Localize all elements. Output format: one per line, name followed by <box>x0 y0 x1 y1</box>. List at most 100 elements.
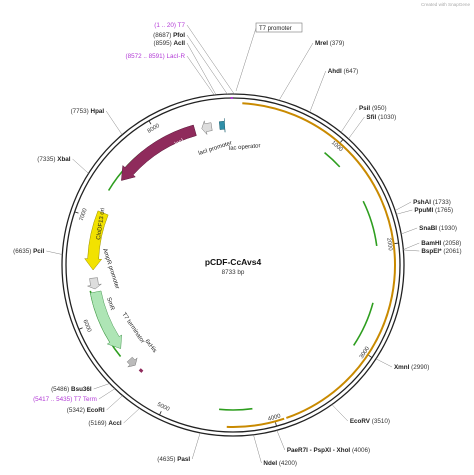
restriction-site: SnaBI (1930) <box>401 225 457 235</box>
restriction-site: BamHI (2058) <box>403 240 461 250</box>
restriction-site: XmnI (2990) <box>375 358 429 371</box>
restriction-site: (8687) PfoI <box>153 32 228 95</box>
site-text: NdeI (4200) <box>263 460 297 467</box>
restriction-site: (5342) EcoRI <box>67 395 123 414</box>
site-leader-line <box>331 404 349 422</box>
site-layer: (8687) PfoI(8595) AclI MreI (379) AhdI (64… <box>13 22 461 467</box>
site-leader-line <box>191 432 201 460</box>
tick-label: 7000 <box>79 208 89 222</box>
primer-label: (1 .. 20) T7 <box>154 22 235 95</box>
lac-operator-feature <box>218 118 226 133</box>
orf-arc <box>226 417 285 428</box>
site-text: PaeR7I - PspXI - XhoI (4006) <box>287 447 370 454</box>
site-text: (5486) Bsu36I <box>51 386 92 393</box>
site-leader-line <box>309 70 326 113</box>
tick-mark <box>368 355 373 358</box>
aada-promoter-label: AmpR promoter <box>101 248 120 290</box>
smr-label: SmR <box>105 297 115 312</box>
tick-label: 6000 <box>81 319 92 333</box>
plasmid-size: 8733 bp <box>222 269 245 276</box>
restriction-site: (8595) AclI <box>153 40 217 95</box>
credit-text: Created with SnapGene <box>421 2 470 7</box>
site-text: EcoRV (3510) <box>350 418 390 425</box>
restriction-site: (5486) Bsu36I <box>51 383 110 393</box>
site-leader-line <box>123 408 140 424</box>
restriction-site: AhdI (647) <box>309 68 358 113</box>
tick-label: 4000 <box>267 413 281 422</box>
site-text: (4635) PasI <box>157 456 190 463</box>
restriction-site: PpuMI (1765) <box>396 207 453 215</box>
site-leader-line <box>93 383 110 390</box>
site-text: PsiI (950) <box>359 105 387 112</box>
his-tag-feature <box>138 368 144 373</box>
restriction-site: PaeR7I - PspXI - XhoI (4006) <box>276 430 370 454</box>
site-leader-line <box>186 55 215 96</box>
restriction-site: PsiI (950) <box>340 105 387 133</box>
site-text: (8687) PfoI <box>153 32 185 39</box>
orf-arrow-inner <box>353 302 374 346</box>
site-leader-line <box>394 201 412 211</box>
cdf-ori-label: CloDF13 ori <box>96 208 106 241</box>
site-text: BamHI (2058) <box>421 240 461 247</box>
tick-mark <box>275 422 277 427</box>
restriction-site: (7335) XbaI <box>37 156 89 174</box>
tick-mark <box>159 411 162 416</box>
site-text: (8595) AclI <box>153 40 185 47</box>
site-text: (5169) AccI <box>88 420 122 427</box>
laci-promoter-label: lacI promoter <box>198 140 233 157</box>
site-leader-line <box>276 430 286 451</box>
t7-promoter-label: T7 promoter <box>259 26 292 32</box>
site-text: SnaBI (1930) <box>419 225 457 232</box>
site-leader-line <box>186 24 235 95</box>
site-text: PpuMI (1765) <box>414 207 453 214</box>
tick-label: 1000 <box>330 140 344 153</box>
site-text: AhdI (647) <box>328 68 358 75</box>
orf-arrow-inner <box>219 407 253 411</box>
restriction-site: NdeI (4200) <box>253 434 297 467</box>
tick-label: 8000 <box>147 123 161 135</box>
site-text: MreI (379) <box>315 40 344 47</box>
restriction-site: PshAI (1733) <box>394 199 451 211</box>
t7-terminator-label: T7 terminator <box>120 312 145 345</box>
primer-label: (5417 .. 5435) T7 Term <box>33 388 116 403</box>
primer-label: (8572 .. 8591) LacI-R <box>125 53 215 96</box>
site-leader-line <box>106 395 123 411</box>
restriction-site: SfiI (1030) <box>348 114 396 139</box>
aada-promoter-feature <box>86 277 103 290</box>
site-leader-line <box>403 249 420 252</box>
site-leader-line <box>401 227 418 235</box>
plasmid-name: pCDF-CcAvs4 <box>205 257 262 267</box>
site-text: XmnI (2990) <box>394 364 429 371</box>
orf-arrow-inner <box>362 200 378 247</box>
tick-mark <box>148 120 152 125</box>
site-text: (7753) HpaI <box>71 108 105 115</box>
site-leader-line <box>340 107 358 133</box>
restriction-site: (7753) HpaI <box>71 108 123 135</box>
tick-mark <box>74 211 79 214</box>
site-text: (6635) PciI <box>13 248 44 255</box>
site-text: BspEI* (2061) <box>421 248 461 255</box>
restriction-site: (5169) AccI <box>88 408 140 427</box>
site-leader-line <box>396 209 413 215</box>
laci-feature-label: lacI <box>174 138 185 148</box>
t7-terminator-feature <box>126 356 138 368</box>
tick-mark <box>340 139 344 143</box>
restriction-site: BspEI* (2061) <box>403 248 462 255</box>
site-text: (7335) XbaI <box>37 156 71 163</box>
backbone-inner <box>65 97 401 433</box>
site-leader-line <box>72 158 89 174</box>
his-tag-label: 6xHis <box>143 339 157 355</box>
primer-text: (1 .. 20) T7 <box>154 22 185 29</box>
orf-arrow-inner <box>324 151 341 168</box>
tick-label: 2000 <box>385 238 393 252</box>
site-leader-line <box>278 42 314 101</box>
smr-feature <box>89 290 122 349</box>
site-leader-line <box>348 116 365 139</box>
restriction-site: MreI (379) <box>278 40 344 101</box>
primer-text: (5417 .. 5435) T7 Term <box>33 396 97 403</box>
t7-promoter-leader <box>235 27 257 92</box>
restriction-site: EcoRV (3510) <box>331 404 390 425</box>
site-leader-line <box>253 434 262 464</box>
site-text: PshAI (1733) <box>413 199 451 206</box>
